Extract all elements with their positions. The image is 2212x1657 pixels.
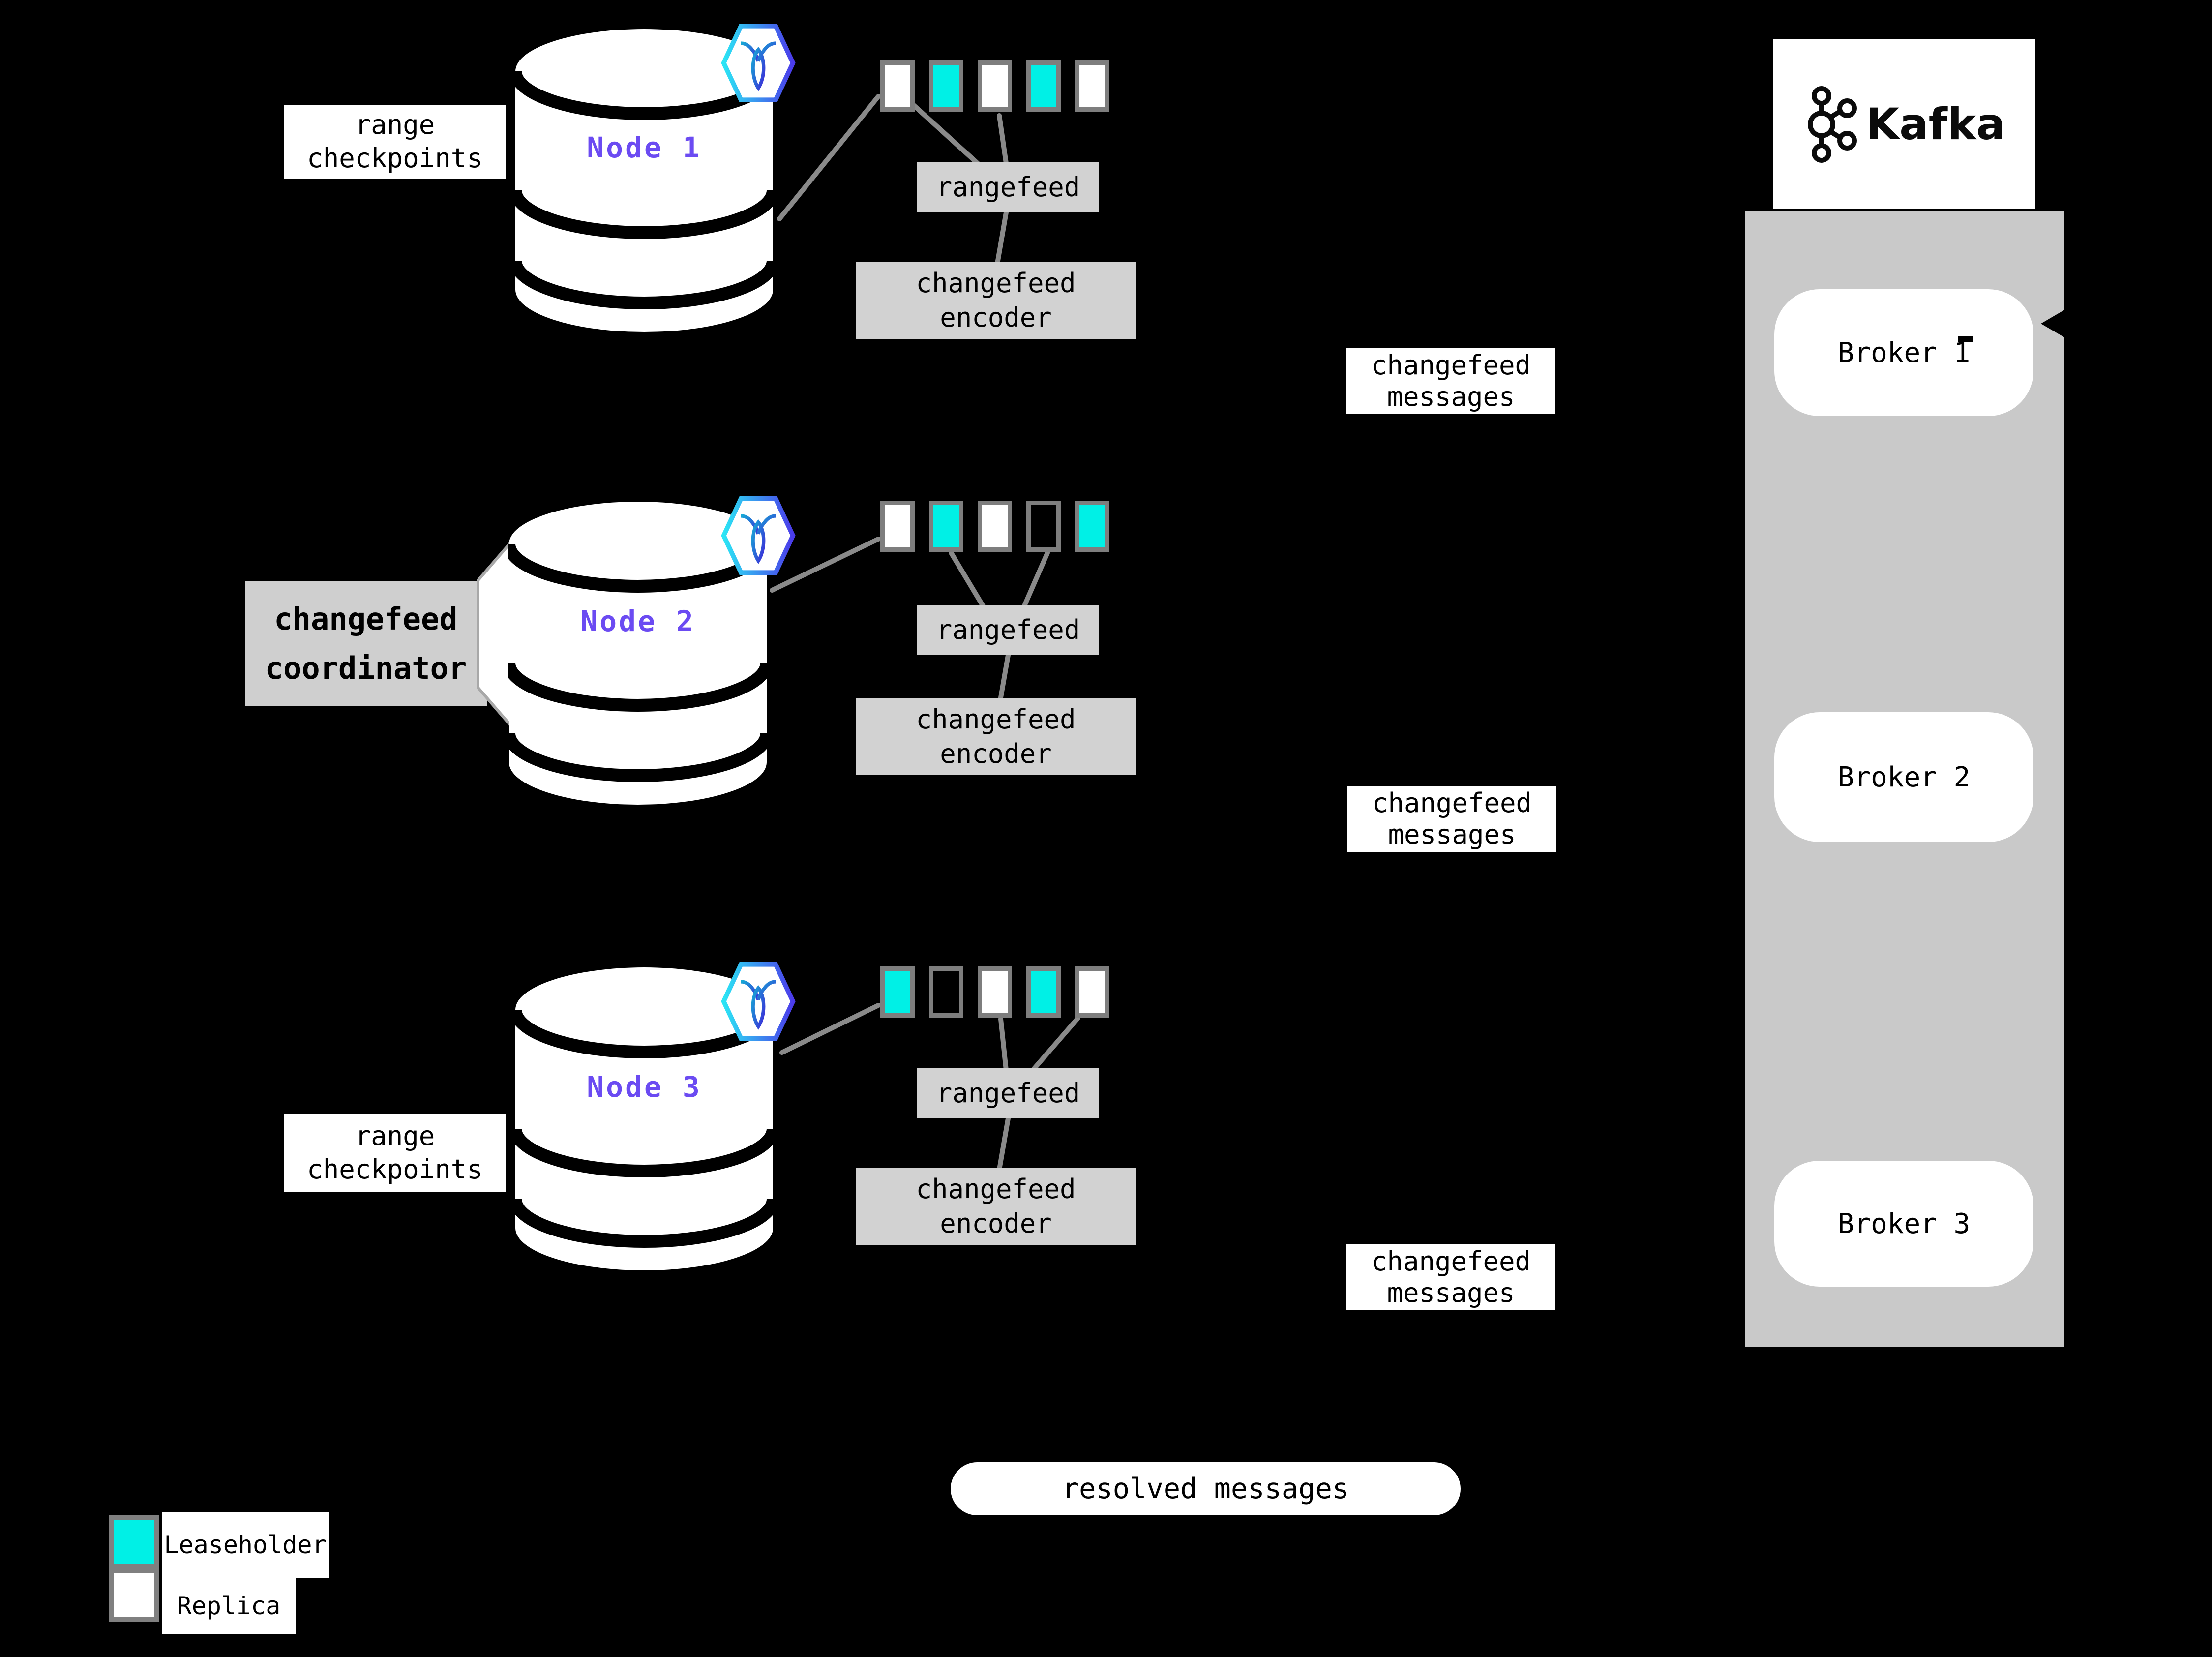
rangefeed-label: rangefeed <box>936 172 1080 203</box>
changefeed-encoder-box: changefeed encoder <box>856 262 1136 339</box>
range-checkpoints-line1: range <box>355 1120 435 1151</box>
node-3-label: Node 3 <box>587 1070 702 1104</box>
encoder-line1: changefeed <box>916 268 1076 299</box>
legend-replica-text: Replica <box>177 1592 281 1620</box>
broker-2-label: Broker 2 <box>1837 761 1971 793</box>
node-2-label: Node 2 <box>580 604 695 638</box>
kafka-wordmark: Kafka <box>1866 99 2005 150</box>
range-empty <box>1026 501 1061 552</box>
resolved-messages-label: resolved messages <box>1062 1473 1349 1505</box>
legend-leaseholder-label: Leaseholder <box>162 1512 329 1578</box>
rangefeed-box: rangefeed <box>917 162 1099 212</box>
coordinator-line2: coordinator <box>265 650 467 686</box>
cockroachdb-logo-icon <box>721 24 796 102</box>
range-replica <box>880 60 915 112</box>
coordinator-line1: changefeed <box>274 601 458 637</box>
kafka-circles-icon <box>1808 86 1857 163</box>
rangefeed-label: rangefeed <box>936 1078 1080 1109</box>
messages-line2: messages <box>1387 1277 1515 1308</box>
legend-replica-label: Replica <box>162 1578 296 1634</box>
messages-line2: messages <box>1388 819 1516 850</box>
range-leaseholder <box>929 60 963 112</box>
node-1-label: Node 1 <box>587 131 702 164</box>
messages-line1: changefeed <box>1372 787 1532 818</box>
changefeed-coordinator-box: changefeed coordinator <box>245 581 487 706</box>
range-replica <box>978 60 1012 112</box>
broker-box: Broker 2 <box>1774 712 2033 842</box>
range-replica <box>880 501 915 552</box>
cockroachdb-logo-icon <box>721 962 796 1041</box>
range-checkpoints-label: range checkpoints <box>284 1114 506 1192</box>
encoder-line1: changefeed <box>916 1174 1076 1205</box>
rangefeed-label: rangefeed <box>936 614 1080 645</box>
broker-box: Broker 1 <box>1774 289 2033 416</box>
legend-leaseholder-text: Leaseholder <box>164 1531 327 1559</box>
range-leaseholder <box>1026 966 1061 1018</box>
range-leaseholder <box>1075 501 1109 552</box>
range-replica <box>978 501 1012 552</box>
messages-line1: changefeed <box>1371 350 1531 381</box>
changefeed-messages-label: changefeed messages <box>1347 786 1556 852</box>
range-replica <box>1075 966 1109 1018</box>
messages-line1: changefeed <box>1371 1246 1531 1277</box>
kafka-logo: Kafka <box>1773 39 2035 209</box>
legend-replica-swatch <box>109 1568 159 1622</box>
resolved-messages-pill: resolved messages <box>951 1462 1461 1515</box>
encoder-line2: encoder <box>940 738 1052 769</box>
range-checkpoints-line2: checkpoints <box>307 1154 483 1185</box>
cockroachdb-logo-icon <box>721 496 796 575</box>
encoder-line2: encoder <box>940 302 1052 333</box>
changefeed-encoder-box: changefeed encoder <box>856 698 1136 775</box>
messages-line2: messages <box>1387 381 1515 412</box>
encoder-line2: encoder <box>940 1208 1052 1239</box>
legend-leaseholder-swatch <box>109 1515 159 1568</box>
range-replica <box>1075 60 1109 112</box>
changefeed-encoder-box: changefeed encoder <box>856 1168 1136 1245</box>
rangefeed-box: rangefeed <box>917 1068 1099 1118</box>
arrowhead-left-icon <box>2041 310 2064 337</box>
range-checkpoints-label: range checkpoints <box>284 105 506 179</box>
node-cylinder <box>514 29 775 332</box>
broker-3-label: Broker 3 <box>1837 1207 1971 1240</box>
range-empty <box>929 966 963 1018</box>
changefeed-messages-label: changefeed messages <box>1346 348 1555 414</box>
changefeed-messages-label: changefeed messages <box>1346 1244 1555 1310</box>
range-leaseholder <box>929 501 963 552</box>
range-row <box>880 60 1109 112</box>
broker-box: Broker 3 <box>1774 1161 2033 1287</box>
range-checkpoints-line1: range <box>355 109 435 140</box>
arrow-fragment <box>1958 336 1973 342</box>
range-checkpoints-line2: checkpoints <box>307 143 483 174</box>
node-cylinder <box>514 967 775 1270</box>
range-leaseholder <box>880 966 915 1018</box>
range-replica <box>978 966 1012 1018</box>
range-row <box>880 966 1109 1018</box>
range-row <box>880 501 1109 552</box>
broker-1-label: Broker 1 <box>1837 336 1971 369</box>
encoder-line1: changefeed <box>916 704 1076 735</box>
rangefeed-box: rangefeed <box>917 605 1099 655</box>
range-leaseholder <box>1026 60 1061 112</box>
